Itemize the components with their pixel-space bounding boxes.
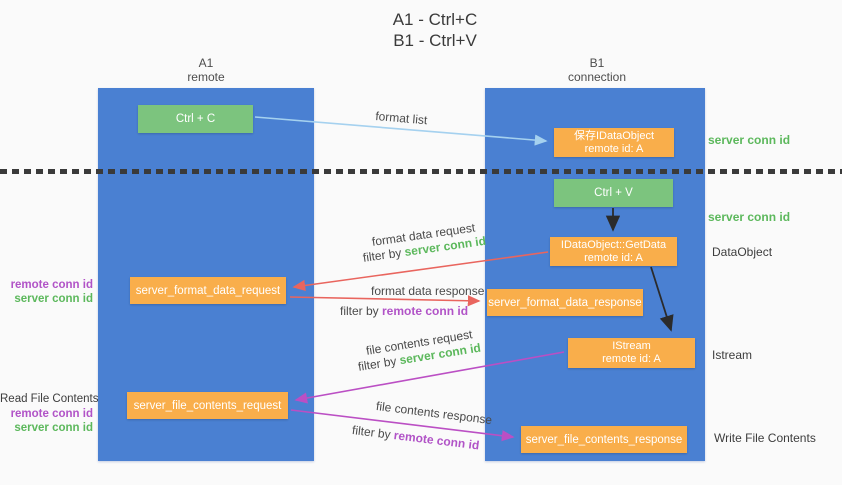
save-dataobject-box: 保存IDataObject remote id: A (554, 128, 674, 157)
lane-b1-header: B1 connection (537, 56, 657, 84)
lane-a1-id: A1 (198, 56, 214, 70)
save-dataobject-line1: 保存IDataObject (573, 130, 655, 142)
lane-a1-name: remote (187, 70, 225, 84)
getdata-line2: remote id: A (584, 252, 643, 264)
filter-by-text: filter by (340, 304, 383, 318)
save-dataobject-line2: remote id: A (584, 143, 644, 155)
remote-conn-id-text: remote conn id (382, 304, 469, 318)
istream-line1: IStream (612, 340, 651, 352)
lane-b1-name: connection (567, 70, 627, 84)
istream-line2: remote id: A (602, 353, 661, 365)
istream-box: IStream remote id: A (568, 338, 695, 368)
file-response-filter-label: filter by remote conn id (351, 423, 480, 452)
remote-conn-id-label: remote conn id (10, 279, 93, 291)
ctrl-v-box: Ctrl + V (554, 179, 673, 207)
ctrl-c-label: Ctrl + C (175, 113, 216, 125)
ctrl-v-label: Ctrl + V (594, 187, 633, 199)
dataobject-label: DataObject (712, 245, 773, 259)
server-file-contents-request-box: server_file_contents_request (127, 392, 288, 419)
format-list-label: format list (374, 109, 428, 128)
getdata-line1: IDataObject::GetData (560, 239, 667, 251)
server-format-data-request-label: server_format_data_request (135, 284, 281, 297)
dotted-divider-line (0, 169, 842, 174)
server-format-data-response-box: server_format_data_response (487, 289, 643, 316)
ctrl-c-box: Ctrl + C (138, 105, 253, 133)
remote-conn-id-label: remote conn id (10, 408, 93, 420)
server-file-contents-response-label: server_file_contents_response (525, 433, 683, 446)
format-data-response-label: format data response (371, 284, 485, 298)
title-line-1: A1 - Ctrl+C (392, 10, 478, 29)
left-conn-id-group-1: remote conn id server conn id (0, 278, 93, 306)
remote-conn-id-text: remote conn id (392, 428, 481, 453)
istream-side-label: Istream (712, 348, 753, 362)
diagram-title: A1 - Ctrl+C B1 - Ctrl+V (340, 9, 530, 51)
server-file-contents-request-label: server_file_contents_request (133, 399, 282, 412)
server-conn-id-top-label: server conn id (708, 133, 791, 147)
lane-b1-id: B1 (589, 56, 605, 70)
server-file-contents-response-box: server_file_contents_response (521, 426, 687, 453)
format-response-filter-label: filter by remote conn id (340, 304, 468, 318)
filter-by-text: filter by (357, 353, 401, 374)
lane-a1-header: A1 remote (146, 56, 266, 84)
write-file-contents-label: Write File Contents (714, 431, 816, 445)
filter-by-text: filter by (351, 423, 395, 443)
filter-by-text: filter by (362, 245, 406, 265)
server-format-data-response-label: server_format_data_response (488, 296, 642, 309)
read-file-contents-label: Read File Contents (0, 393, 99, 405)
left-conn-id-group-2: remote conn id server conn id (0, 407, 93, 435)
server-conn-id-label: server conn id (14, 422, 93, 434)
getdata-box: IDataObject::GetData remote id: A (550, 237, 677, 266)
server-conn-id-label: server conn id (14, 293, 93, 305)
title-line-2: B1 - Ctrl+V (393, 31, 477, 50)
server-conn-id-mid-label: server conn id (708, 210, 791, 224)
server-format-data-request-box: server_format_data_request (130, 277, 286, 304)
file-contents-response-label: file contents response (375, 399, 493, 428)
